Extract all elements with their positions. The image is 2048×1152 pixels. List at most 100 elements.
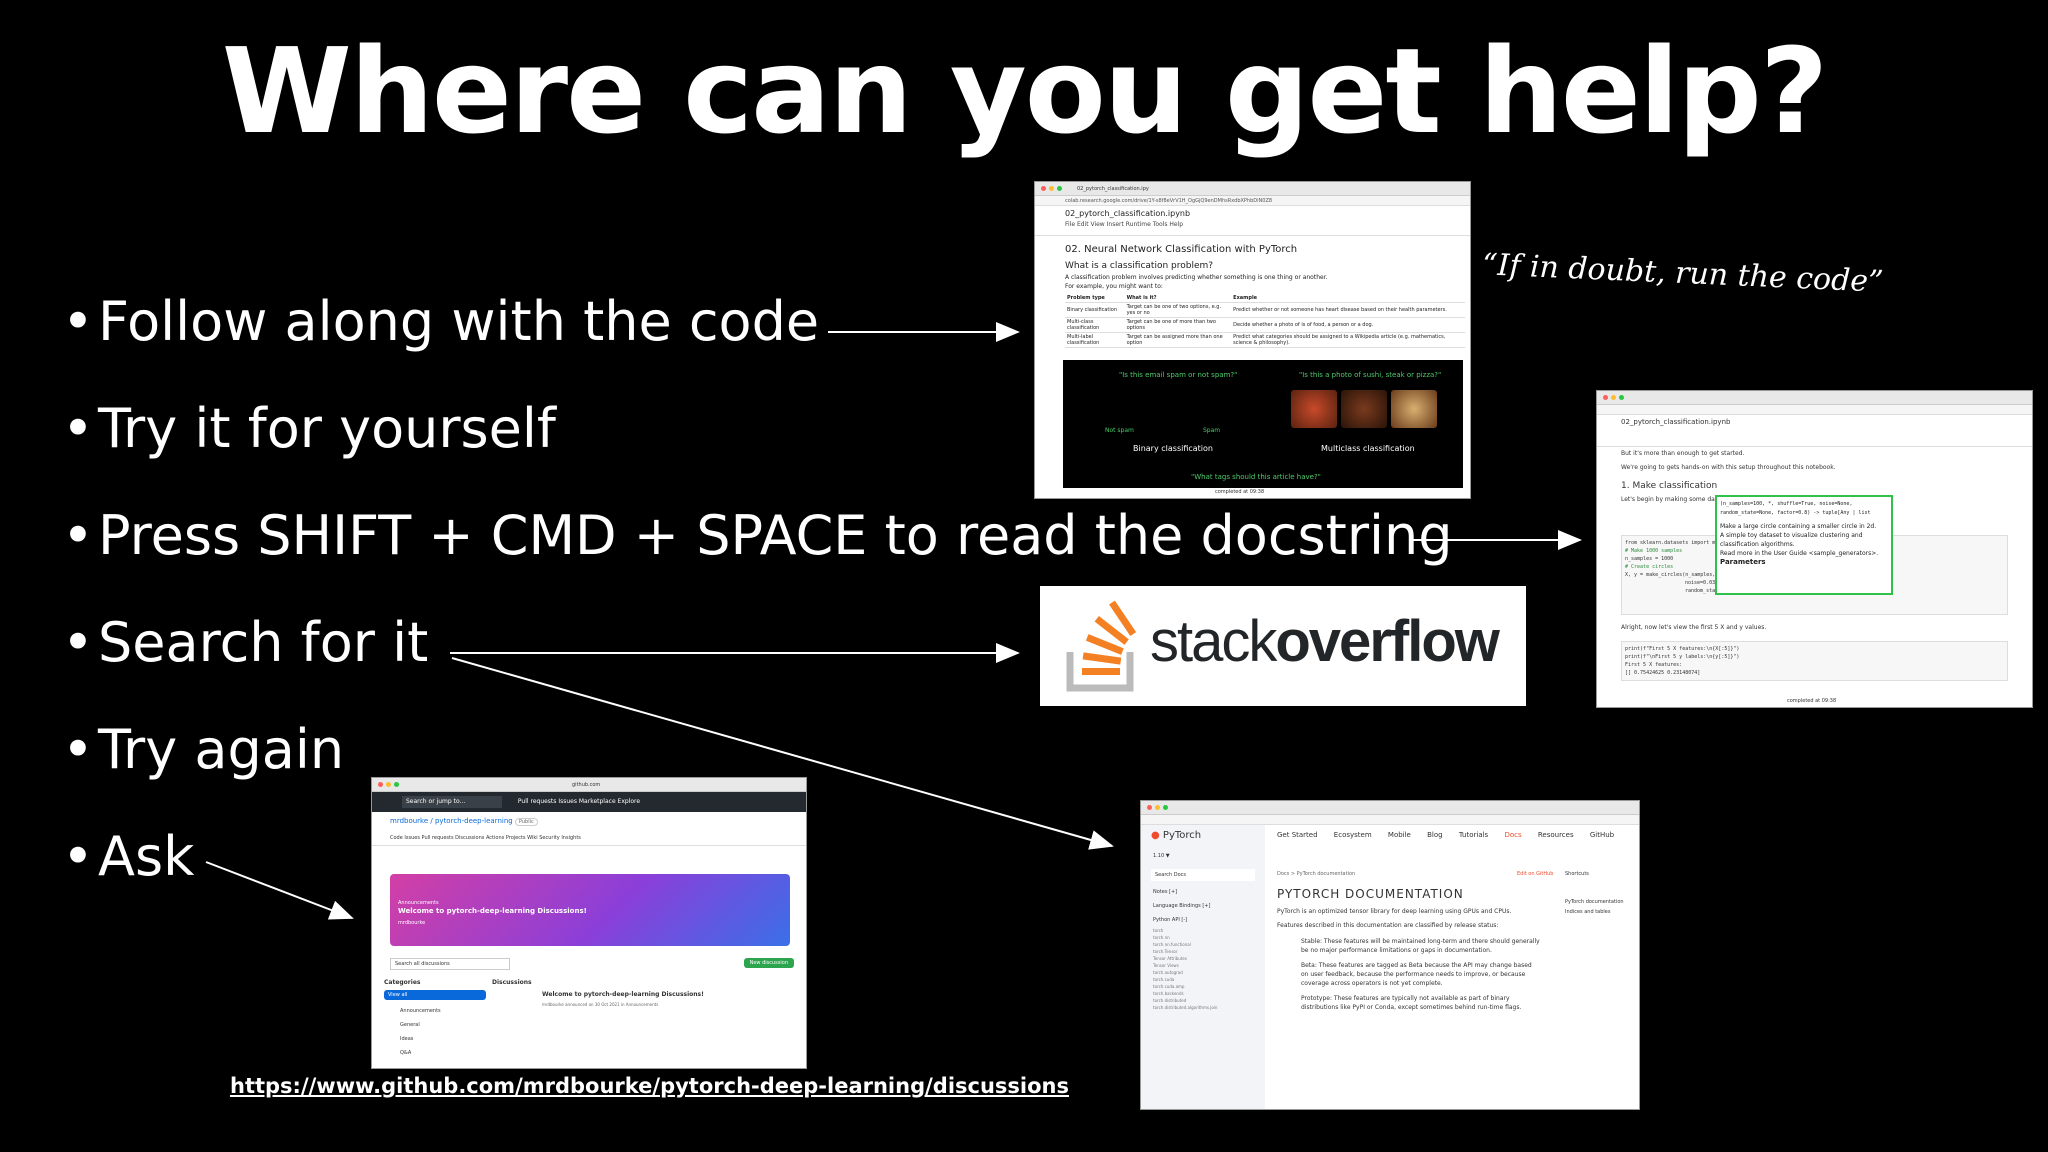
nav-item[interactable]: Blog	[1427, 831, 1443, 839]
not-spam-label: Not spam	[1105, 427, 1134, 434]
spam-question: "Is this email spam or not spam?"	[1119, 371, 1238, 379]
bullet-dot: •	[62, 290, 94, 353]
github-discussions-screenshot: github.com Search or jump to... Pull req…	[371, 777, 807, 1069]
search-discussions-input[interactable]: Search all discussions	[390, 958, 510, 970]
table-header: Problem type	[1065, 294, 1125, 303]
docs-content: Docs > PyTorch documentation PYTORCH DOC…	[1277, 869, 1567, 1012]
edit-on-github-link[interactable]: Edit on GitHub	[1517, 871, 1554, 877]
nav-item[interactable]: Get Started	[1277, 831, 1318, 839]
docstring-popup: (n_samples=100, *, shuffle=True, noise=N…	[1715, 495, 1893, 595]
toolbar-area	[1597, 429, 2032, 447]
binary-label: Binary classification	[1133, 444, 1213, 453]
address-bar	[1597, 405, 2032, 415]
category-item[interactable]: General	[400, 1022, 420, 1028]
sidebar-item[interactable]: Language Bindings [+]	[1153, 903, 1211, 909]
github-header: Search or jump to... Pull requests Issue…	[372, 792, 806, 812]
bullet-dot: •	[62, 611, 94, 674]
table-row: Multi-class classification Target can be…	[1065, 317, 1465, 333]
close-dot-icon	[1147, 805, 1152, 810]
sidebar-item[interactable]: Tensor Views	[1153, 963, 1179, 968]
notebook-title: 02_pytorch_classification.ipynb	[1065, 209, 1191, 218]
banner-category: Announcements	[398, 900, 439, 906]
github-nav: Pull requests Issues Marketplace Explore	[517, 798, 641, 805]
category-view-all[interactable]: View all	[384, 990, 486, 1000]
sidebar-item[interactable]: Notes [+]	[1153, 889, 1178, 895]
doc-paragraph: Prototype: These features are typically …	[1301, 995, 1522, 1011]
browser-tabbar	[1597, 391, 2032, 405]
popup-text: Make a large circle containing a smaller…	[1720, 523, 1877, 530]
pytorch-docs-screenshot: ● PyTorch 1.10 ▼ Search Docs Notes [+] L…	[1140, 800, 1640, 1110]
code-line: # Create circles	[1625, 564, 1674, 570]
table-cell: Decide whether a photo of is of food, a …	[1231, 317, 1465, 333]
sidebar-item[interactable]: torch.nn.functional	[1153, 942, 1191, 947]
sidebar-item[interactable]: torch.Tensor	[1153, 949, 1178, 954]
code-cell[interactable]: print(f"First 5 X features:\n{X[:5]}") p…	[1621, 641, 2008, 681]
nav-item[interactable]: Resources	[1537, 831, 1574, 839]
spam-label: Spam	[1203, 427, 1221, 434]
nav-item[interactable]: Ecosystem	[1333, 831, 1372, 839]
bullet-text: Follow along with the code	[98, 290, 820, 353]
bullet-try-yourself: •Try it for yourself	[62, 397, 556, 460]
code-line: from sklearn.datasets import make_circle…	[1625, 540, 1749, 546]
close-dot-icon	[1041, 186, 1046, 191]
sidebar-item[interactable]: Python API [-]	[1153, 917, 1188, 923]
output-line: [[ 0.75424625 0.23148074]	[1625, 670, 1701, 676]
sidebar-item[interactable]: torch.cuda	[1153, 977, 1175, 982]
sidebar-item[interactable]: Tensor Attributes	[1153, 956, 1187, 961]
notebook-text: But it's more than enough to get started…	[1621, 450, 1745, 457]
repo-tabs: Code Issues Pull requests Discussions Ac…	[372, 831, 806, 846]
new-discussion-button[interactable]: New discussion	[743, 958, 794, 968]
run-the-code-quote: “If in doubt, run the code”	[1481, 247, 1885, 300]
sidebar-item[interactable]: torch.distributed.algorithms.join	[1153, 1005, 1218, 1010]
discussions-link[interactable]: https://www.github.com/mrdbourke/pytorch…	[230, 1074, 1069, 1098]
sidebar-item[interactable]: torch.distributed	[1153, 998, 1187, 1003]
code-line: n_samples = 1000	[1625, 556, 1674, 562]
notebook-menu: File Edit View Insert Runtime Tools Help	[1065, 221, 1184, 228]
food-question: "Is this a photo of sushi, steak or pizz…	[1299, 371, 1442, 379]
toc-item[interactable]: Indices and tables	[1565, 909, 1611, 915]
bullet-try-again: •Try again	[62, 718, 344, 781]
code-line: X, y = make_circles(n_samples,	[1625, 572, 1716, 578]
nav-item-docs[interactable]: Docs	[1504, 831, 1522, 839]
logo-text: PyTorch	[1162, 830, 1202, 841]
sidebar-item[interactable]: torch.cuda.amp	[1153, 984, 1185, 989]
stackoverflow-wordmark: stackoverflow	[1150, 608, 1500, 675]
code-line: # Make 1000 samples	[1625, 548, 1683, 554]
wordmark-overflow: overflow	[1275, 609, 1499, 674]
category-item[interactable]: Announcements	[400, 1008, 441, 1014]
discussion-title[interactable]: Welcome to pytorch-deep-learning Discuss…	[542, 991, 704, 998]
nav-item[interactable]: GitHub	[1589, 831, 1615, 839]
wordmark-stack: stack	[1150, 609, 1277, 674]
arrow-ask	[205, 861, 354, 920]
browser-tabbar: 02_pytorch_classification.ipy	[1035, 182, 1470, 196]
notebook-heading: 1. Make classification	[1621, 481, 1718, 491]
close-dot-icon	[378, 782, 383, 787]
table-row: Multi-label classification Target can be…	[1065, 332, 1465, 348]
minimize-dot-icon	[1049, 186, 1054, 191]
nav-item[interactable]: Tutorials	[1458, 831, 1489, 839]
browser-tabbar	[1141, 801, 1639, 815]
notebook-text: We're going to gets hands-on with this s…	[1621, 464, 1836, 471]
colab-notebook-screenshot: 02_pytorch_classification.ipy colab.rese…	[1034, 181, 1471, 499]
multiclass-label: Multiclass classification	[1321, 444, 1415, 453]
doc-paragraph: Features described in this documentation…	[1277, 922, 1499, 929]
version-select[interactable]: 1.10 ▼	[1153, 853, 1170, 859]
table-cell: Target can be one of two options, e.g. y…	[1124, 302, 1232, 318]
run-status: completed at 09:38	[1215, 489, 1265, 495]
sidebar-item[interactable]: torch.autograd	[1153, 970, 1183, 975]
maximize-dot-icon	[1163, 805, 1168, 810]
maximize-dot-icon	[1619, 395, 1624, 400]
classification-table: Problem type What is it? Example Binary …	[1065, 294, 1465, 348]
category-item[interactable]: Q&A	[400, 1050, 412, 1056]
sidebar-item[interactable]: torch.backends	[1153, 991, 1184, 996]
toc-item[interactable]: PyTorch documentation	[1565, 899, 1624, 905]
minimize-dot-icon	[1611, 395, 1616, 400]
sidebar-item[interactable]: torch.nn	[1153, 935, 1170, 940]
nav-item[interactable]: Mobile	[1387, 831, 1411, 839]
colab-docstring-screenshot: 02_pytorch_classification.ipynb But it's…	[1596, 390, 2033, 708]
category-item[interactable]: Ideas	[400, 1036, 414, 1042]
minimize-dot-icon	[1155, 805, 1160, 810]
sidebar-item[interactable]: torch	[1153, 928, 1164, 933]
docs-search-input[interactable]: Search Docs	[1151, 869, 1255, 881]
repo-name: mrdbourke / pytorch-deep-learning Public	[372, 812, 806, 831]
